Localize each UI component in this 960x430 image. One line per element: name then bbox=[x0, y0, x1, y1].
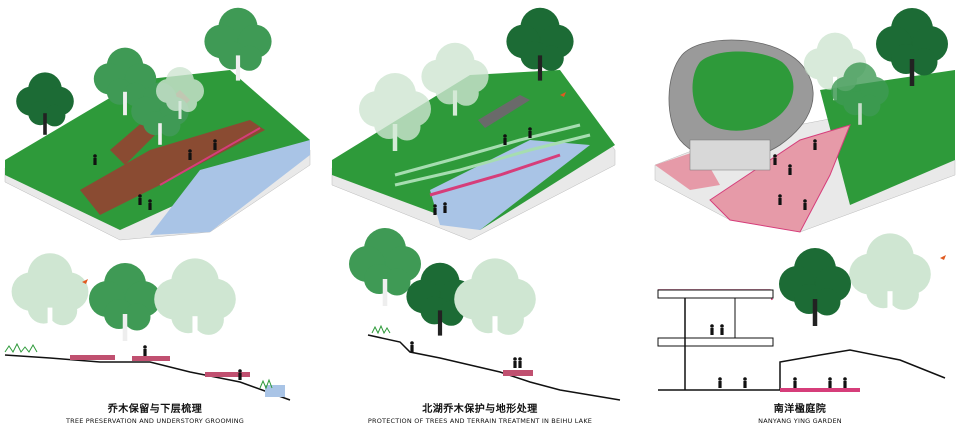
panel-1-title-cn: 乔木保留与下层梳理 bbox=[107, 404, 203, 415]
panel-2-axonometric bbox=[331, 7, 616, 241]
panel-1-axonometric bbox=[4, 7, 311, 241]
panel-2-caption: 北湖乔木保护与地形处理 PROTECTION OF TREES AND TERR… bbox=[335, 400, 625, 425]
panel-3-caption: 南洋楹庭院 NANYANG YING GARDEN bbox=[660, 400, 940, 425]
panel-3-title-en: NANYANG YING GARDEN bbox=[758, 417, 842, 425]
panel-3-section bbox=[657, 233, 946, 392]
panel-2-section bbox=[349, 228, 621, 401]
panel-3-axonometric bbox=[654, 8, 956, 233]
panel-2-title-cn: 北湖乔木保护与地形处理 bbox=[422, 404, 538, 415]
panel-3-title-cn: 南洋楹庭院 bbox=[773, 404, 827, 415]
panel-1-caption: 乔木保留与下层梳理 TREE PRESERVATION AND UNDERSTO… bbox=[20, 400, 290, 425]
panel-2-title-en: PROTECTION OF TREES AND TERRAIN TREATMEN… bbox=[367, 417, 593, 425]
panel-1-title-en: TREE PRESERVATION AND UNDERSTORY GROOMIN… bbox=[66, 417, 244, 425]
panel-1-section bbox=[4, 253, 291, 401]
